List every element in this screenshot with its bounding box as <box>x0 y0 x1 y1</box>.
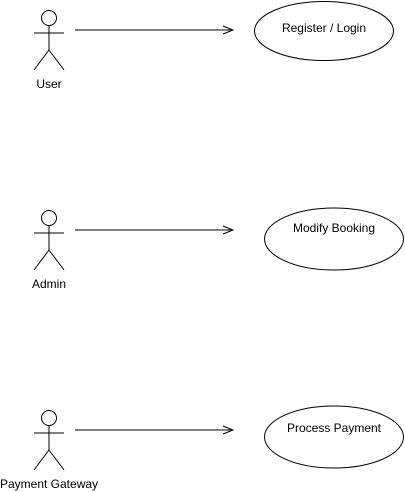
use-case-modify-booking[interactable]: Modify Booking <box>264 207 404 271</box>
use-case-ellipse <box>264 405 404 469</box>
actor-label: Admin <box>32 277 66 291</box>
use-case-label: Register / Login <box>282 21 366 35</box>
actor-head <box>41 210 57 226</box>
use-case-ellipse <box>254 1 394 61</box>
actor-label: Payment Gateway <box>0 477 98 491</box>
actor-left-leg <box>33 449 50 471</box>
actor-left-leg <box>33 249 50 271</box>
actor-label: User <box>36 77 61 91</box>
actor-left-leg <box>33 49 50 71</box>
actor-payment-gateway[interactable]: Payment Gateway <box>0 410 98 492</box>
actor-right-leg <box>48 49 65 71</box>
actor-head <box>41 10 57 26</box>
actor-user[interactable]: User <box>33 10 65 92</box>
actor-admin[interactable]: Admin <box>32 210 66 292</box>
actor-right-leg <box>48 449 65 471</box>
use-case-ellipse <box>264 207 404 271</box>
use-case-register-login[interactable]: Register / Login <box>254 1 394 61</box>
use-case-process-payment[interactable]: Process Payment <box>264 405 404 469</box>
actor-head <box>41 410 57 426</box>
use-case-label: Modify Booking <box>293 221 375 235</box>
use-case-label: Process Payment <box>287 421 382 435</box>
actor-right-leg <box>48 249 65 271</box>
